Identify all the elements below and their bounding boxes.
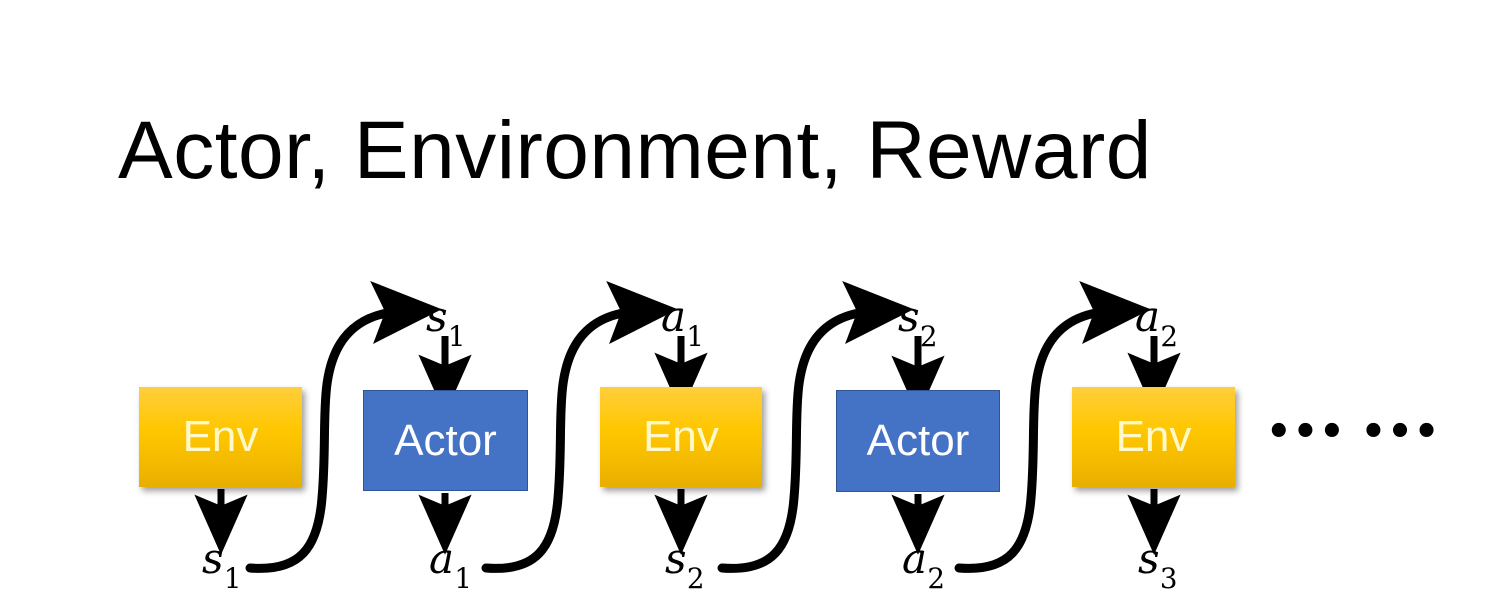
node-label: Env <box>643 412 719 461</box>
node-label: Actor <box>866 416 970 465</box>
subscript: 3 <box>1159 562 1178 596</box>
label-top-s2: s2 <box>898 296 937 351</box>
subscript: 2 <box>919 320 938 354</box>
label-bottom-a2: a2 <box>902 538 945 593</box>
subscript: 2 <box>686 562 705 596</box>
node-actor-1[interactable]: Actor <box>363 390 528 491</box>
symbol: s <box>426 292 448 341</box>
symbol: s <box>202 534 224 583</box>
subscript: 1 <box>447 320 466 354</box>
symbol: a <box>661 292 687 341</box>
symbol: s <box>898 292 920 341</box>
label-top-a2: a2 <box>1135 296 1178 351</box>
label-bottom-s2: s2 <box>665 538 704 593</box>
page-title: Actor, Environment, Reward <box>118 105 1152 196</box>
node-env-2[interactable]: Env <box>600 387 762 487</box>
label-bottom-s1: s1 <box>202 538 241 593</box>
node-label: Actor <box>394 415 497 465</box>
subscript: 2 <box>1160 320 1178 354</box>
symbol: s <box>1138 534 1160 583</box>
label-top-s1: s1 <box>426 296 465 351</box>
label-bottom-a1: a1 <box>429 538 472 593</box>
label-bottom-s3: s3 <box>1138 538 1177 593</box>
node-env-3[interactable]: Env <box>1072 387 1235 487</box>
symbol: a <box>902 534 928 583</box>
node-label: Env <box>1115 412 1192 461</box>
node-actor-2[interactable]: Actor <box>836 390 1000 492</box>
subscript: 1 <box>454 562 472 596</box>
subscript: 1 <box>686 320 704 354</box>
symbol: a <box>429 534 455 583</box>
symbol: a <box>1135 292 1161 341</box>
symbol: s <box>665 534 687 583</box>
ellipsis-continuation: ••• ••• <box>1266 409 1441 455</box>
node-label: Env <box>182 412 259 461</box>
label-top-a1: a1 <box>661 296 704 351</box>
subscript: 1 <box>223 562 242 596</box>
subscript: 2 <box>927 562 945 596</box>
node-env-1[interactable]: Env <box>139 387 302 487</box>
